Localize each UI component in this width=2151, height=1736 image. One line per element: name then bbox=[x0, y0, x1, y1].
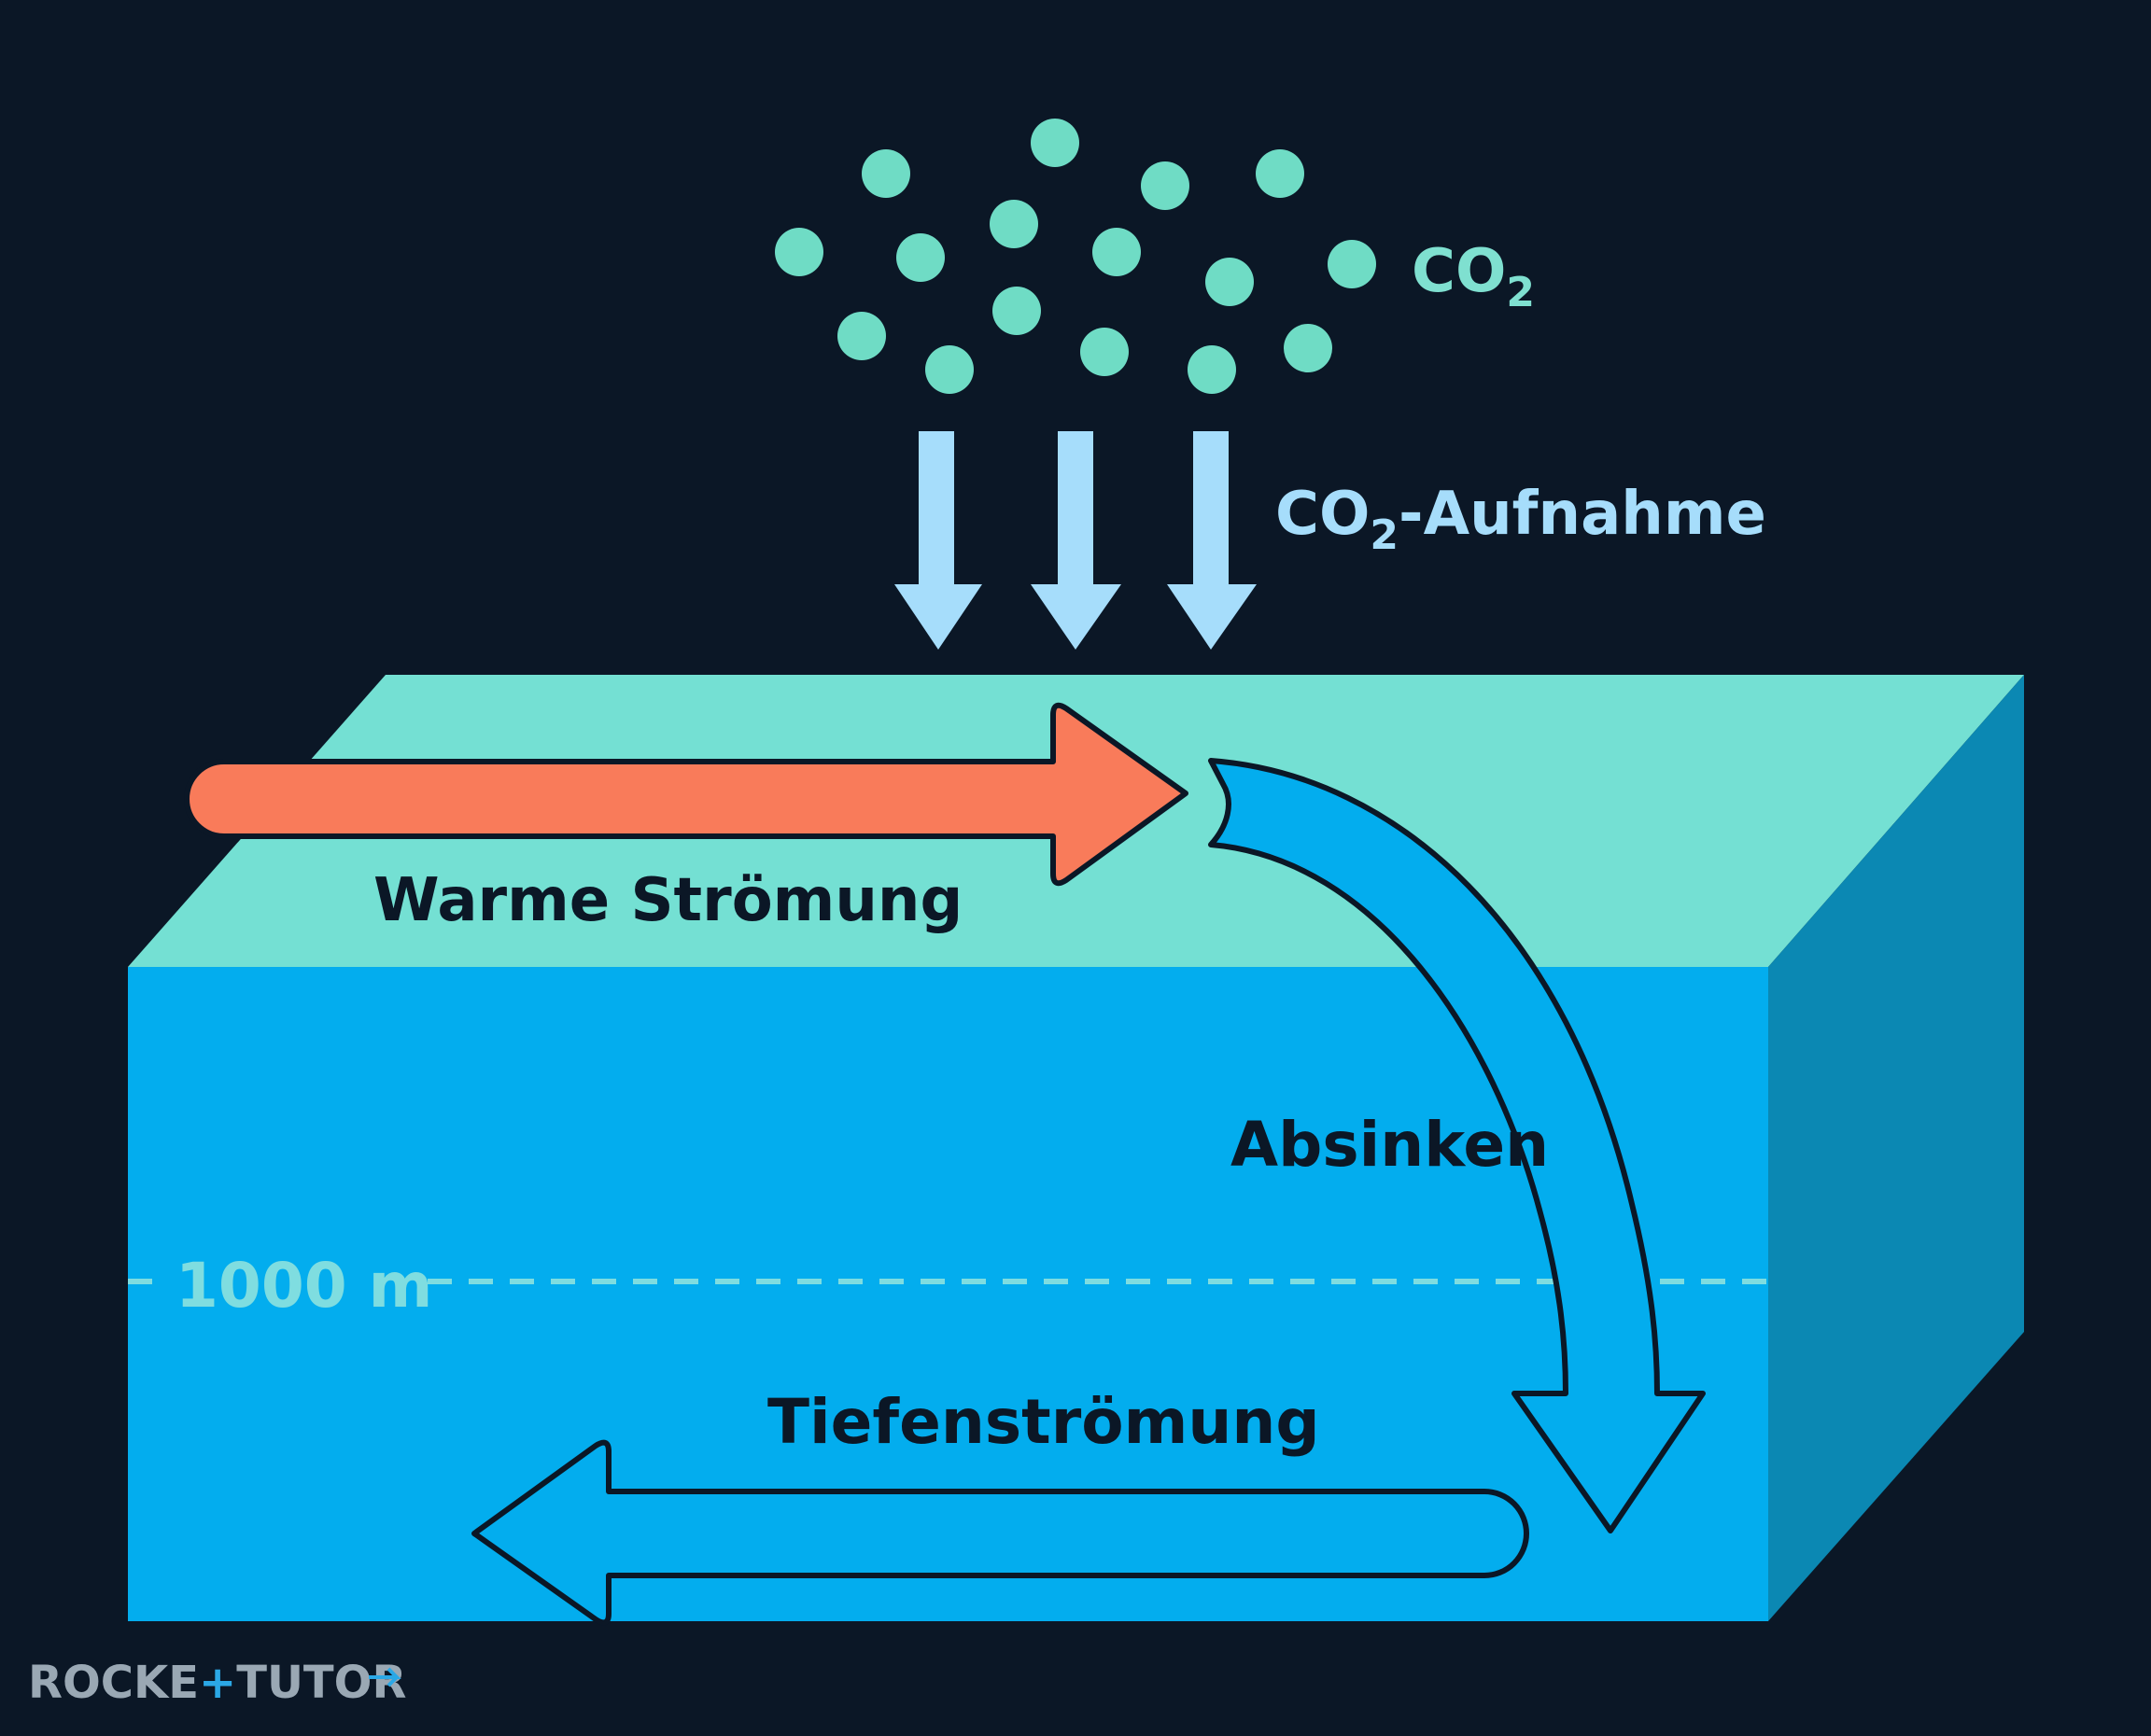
arrow-down-icon bbox=[1167, 431, 1257, 650]
co2-particle-icon bbox=[1328, 240, 1376, 288]
co2-particle-icon bbox=[1141, 161, 1189, 210]
co2-particle-icon bbox=[1256, 149, 1304, 198]
co2-particle-icon bbox=[990, 200, 1038, 248]
co2-particle-icon bbox=[992, 287, 1041, 335]
co2-particle-icon bbox=[837, 312, 886, 360]
curved-arrow-down-icon bbox=[1208, 758, 1706, 1533]
co2-particle-icon bbox=[775, 228, 823, 276]
ocean-side bbox=[1768, 675, 2024, 1621]
co2-particle-icon bbox=[1092, 228, 1141, 276]
deep-current-label: Tiefenströmung bbox=[767, 1386, 1320, 1458]
depth-label: 1000 m bbox=[176, 1250, 432, 1322]
sinking-label: Absinken bbox=[1230, 1109, 1549, 1181]
co2-particle-icon bbox=[1188, 345, 1236, 394]
rockettutor-logo: ROCKE+TUTOR bbox=[28, 1657, 406, 1709]
logo-text: ROCKE+TUTOR bbox=[28, 1657, 406, 1709]
warm-current-arrow-icon bbox=[184, 702, 1188, 887]
uptake-arrows bbox=[894, 431, 1257, 650]
co2-uptake-label: CO2-Aufnahme bbox=[1275, 480, 1766, 559]
co2-label: CO2 bbox=[1412, 237, 1535, 316]
co2-particle-icon bbox=[1205, 258, 1254, 306]
co2-particle-icon bbox=[862, 149, 910, 198]
arrow-down-icon bbox=[1031, 431, 1121, 650]
arrow-right-icon bbox=[369, 1667, 401, 1687]
co2-particles bbox=[775, 119, 1376, 394]
co2-particle-icon bbox=[1080, 328, 1129, 376]
arrow-down-icon bbox=[894, 431, 982, 650]
deep-current-arrow-icon bbox=[471, 1439, 1529, 1626]
co2-particle-icon bbox=[896, 233, 945, 282]
co2-particle-icon bbox=[925, 345, 974, 394]
co2-particle-icon bbox=[1031, 119, 1079, 167]
warm-current-label: Warme Strömung bbox=[373, 866, 963, 935]
co2-particle-icon bbox=[1284, 324, 1332, 372]
